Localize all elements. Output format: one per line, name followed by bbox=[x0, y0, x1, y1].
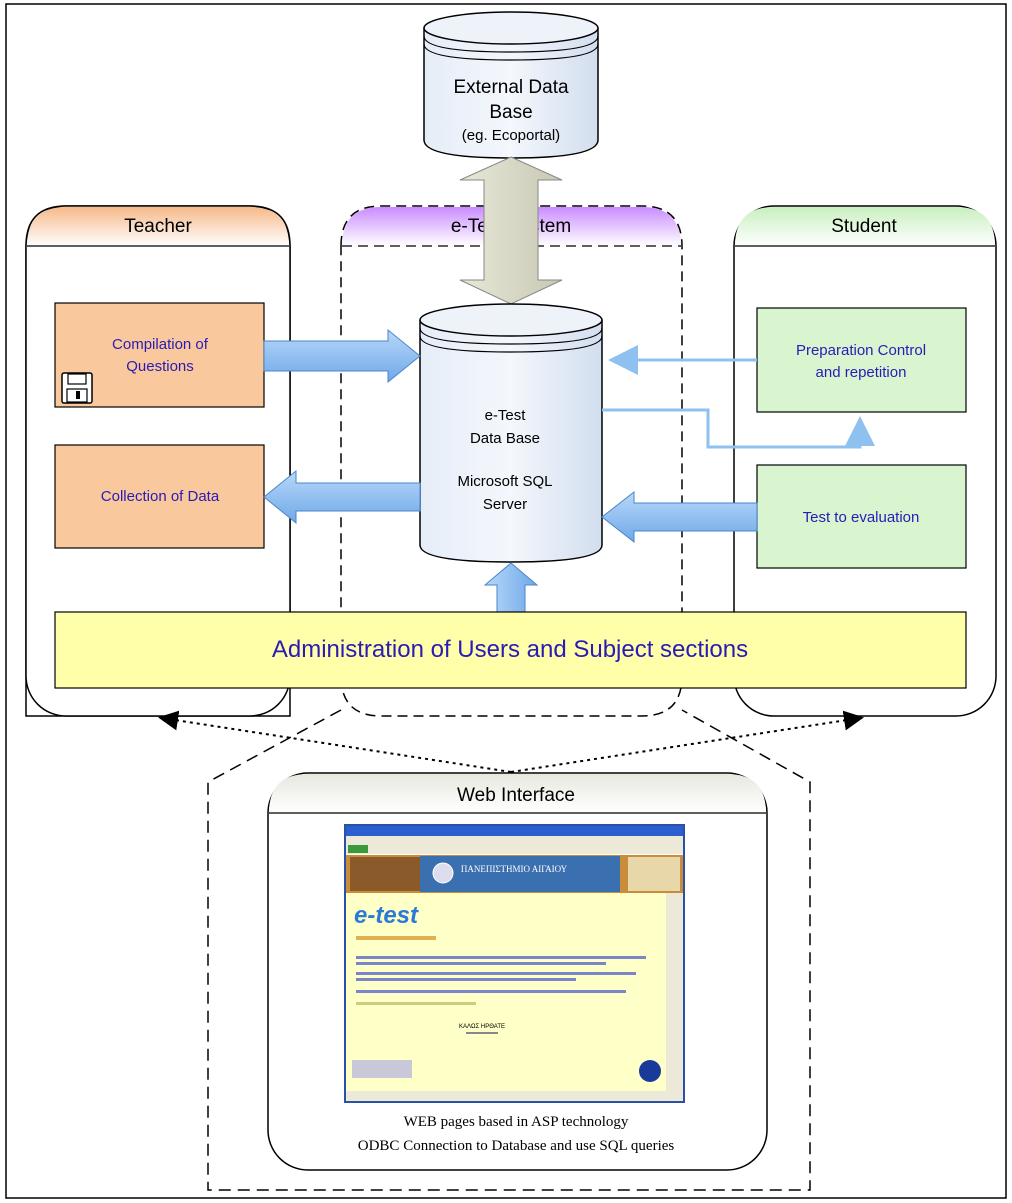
web-interface-dashed-frame bbox=[207, 709, 811, 1191]
compilation-label-1: Compilation of bbox=[112, 336, 209, 353]
external-db-label-3: (eg. Ecoportal) bbox=[462, 127, 560, 144]
db-label-2: Data Base bbox=[470, 430, 540, 447]
admin-to-db-arrow bbox=[483, 562, 539, 613]
browser-screenshot: ΠΑΝΕΠΙΣΤΗΜΙΟ ΑΙΓΑΙΟΥ e-test ΚΑΛΩΣ ΗΡΘΑΤΕ bbox=[344, 824, 685, 1103]
outer-frame bbox=[5, 3, 1007, 1199]
db-to-preparation-line bbox=[602, 408, 875, 449]
floppy-disk-icon bbox=[61, 372, 93, 404]
db-to-collection-arrow bbox=[263, 469, 421, 525]
db-label-4: Server bbox=[483, 496, 527, 513]
db-label-1: e-Test bbox=[485, 407, 527, 424]
preparation-label-1: Preparation Control bbox=[796, 342, 926, 359]
external-db-cylinder: External Data Base (eg. Ecoportal) bbox=[423, 11, 599, 159]
web-interface-panel: Web Interface ΠΑΝΕΠΙΣΤΗΜΙΟ ΑΙΓΑΙΟΥ e-tes… bbox=[267, 772, 768, 1171]
external-db-label-2: Base bbox=[489, 102, 532, 123]
web-description-2: ODBC Connection to Database and use SQL … bbox=[358, 1138, 675, 1154]
student-title: Student bbox=[831, 216, 897, 237]
etest-db-cylinder: e-Test Data Base Microsoft SQL Server bbox=[419, 303, 603, 563]
compilation-box: Compilation of Questions bbox=[54, 302, 265, 408]
screenshot-header-text: ΠΑΝΕΠΙΣΤΗΜΙΟ ΑΙΓΑΙΟΥ bbox=[461, 864, 568, 874]
compilation-to-db-arrow bbox=[263, 328, 421, 384]
test-to-db-arrow bbox=[601, 490, 758, 544]
preparation-label-2: and repetition bbox=[816, 364, 907, 381]
preparation-box: Preparation Control and repetition bbox=[756, 307, 967, 413]
test-label: Test to evaluation bbox=[803, 509, 920, 526]
administration-label: Administration of Users and Subject sect… bbox=[272, 636, 748, 663]
external-db-label-1: External Data bbox=[453, 77, 569, 98]
administration-bar: Administration of Users and Subject sect… bbox=[54, 611, 967, 689]
screenshot-logo: e-test bbox=[354, 902, 419, 929]
compilation-label-2: Questions bbox=[126, 358, 194, 375]
web-to-teacher-arrow bbox=[158, 710, 512, 773]
teacher-title: Teacher bbox=[124, 216, 192, 237]
web-description-1: WEB pages based in ASP technology bbox=[404, 1114, 629, 1130]
test-box: Test to evaluation bbox=[756, 464, 967, 569]
screenshot-welcome: ΚΑΛΩΣ ΗΡΘΑΤΕ bbox=[459, 1024, 505, 1030]
collection-box: Collection of Data bbox=[54, 444, 265, 549]
collection-label: Collection of Data bbox=[101, 488, 220, 505]
db-label-3: Microsoft SQL bbox=[457, 473, 552, 490]
web-interface-title: Web Interface bbox=[457, 785, 575, 806]
web-to-student-arrow bbox=[510, 710, 864, 773]
